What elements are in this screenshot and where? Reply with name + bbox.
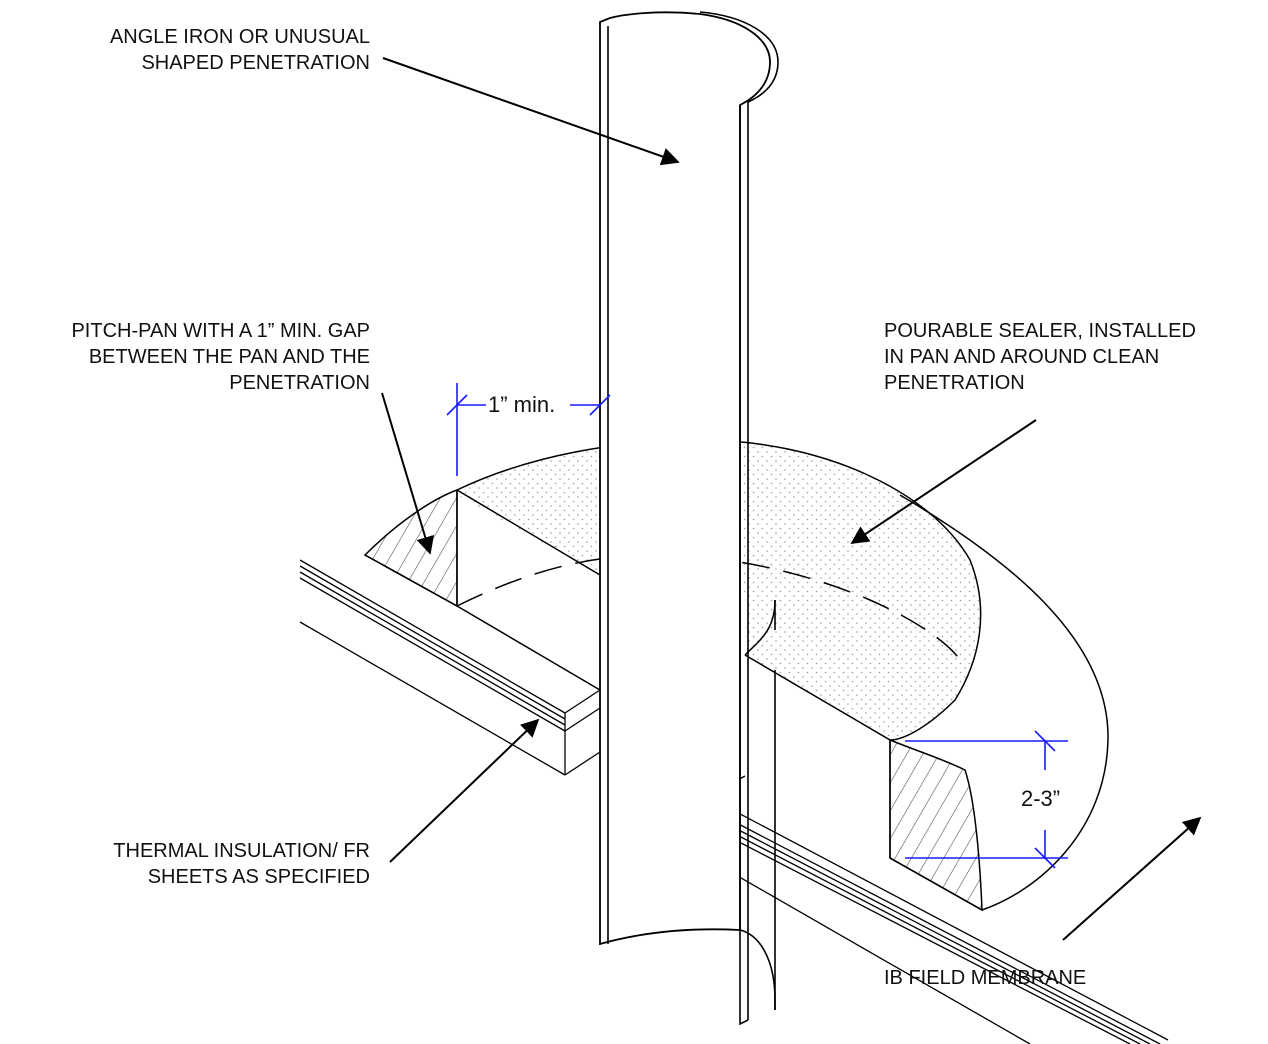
height-dimension-label: 2-3” [1021, 786, 1061, 811]
pan-right-wall [889, 738, 983, 912]
insulation-label: THERMAL INSULATION/ FR SHEETS AS SPECIFI… [113, 840, 370, 888]
insulation-leader [389, 718, 540, 863]
sealer-leader [850, 419, 1037, 545]
angle-iron-label: ANGLE IRON OR UNUSUAL SHAPED PENETRATION [109, 26, 370, 74]
gap-dimension-label: 1” min. [488, 392, 556, 417]
angle-iron-leader [382, 57, 680, 166]
pitch-pan-leader [381, 392, 434, 555]
membrane-leader [1062, 816, 1202, 941]
sealer-label: POURABLE SEALER, INSTALLED IN PAN AND AR… [884, 320, 1196, 394]
membrane-label: IB FIELD MEMBRANE [884, 967, 1087, 989]
pitch-pan-label: PITCH-PAN WITH A 1” MIN. GAP BETWEEN THE… [71, 320, 370, 394]
pan-left-wall [363, 488, 458, 608]
penetration-back [599, 11, 771, 946]
